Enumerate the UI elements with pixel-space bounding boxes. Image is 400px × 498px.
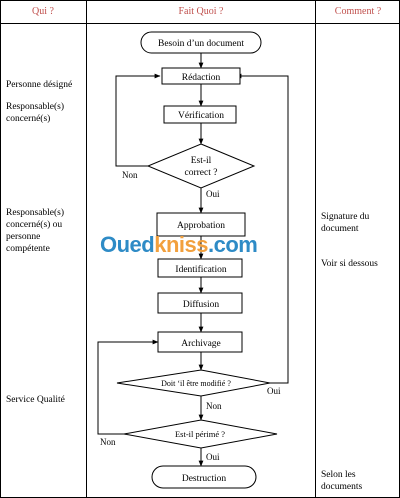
oui-label-2: Oui: [267, 386, 281, 396]
header-how: Comment ?: [334, 6, 382, 17]
archivage-box: [157, 331, 243, 353]
diffusion-label: Diffusion: [183, 299, 219, 310]
decision-correct-line2: correct ?: [185, 168, 218, 178]
header-what: Fait Quoi ?: [178, 6, 224, 17]
who-responsables-2: Responsable(s) concerné(s) ou personne c…: [6, 208, 65, 254]
how-signature: Signature du document: [321, 212, 370, 234]
non-label-3: Non: [100, 437, 116, 447]
who-service-qualite: Service Qualité: [6, 395, 65, 405]
redaction-box: [161, 67, 241, 85]
oui-label-3: Oui: [206, 452, 220, 462]
who-responsables-1: Responsable(s) concerné(s): [6, 102, 65, 124]
identification-box: [157, 258, 243, 278]
decision-correct: [146, 143, 256, 189]
identification-label: Identification: [175, 264, 226, 275]
decision-perime-label: Est-il périmé ?: [175, 429, 225, 439]
watermark-logo: Ouedkniss.com: [100, 232, 258, 258]
verification-label: Vérification: [178, 110, 224, 121]
who-personne-designe: Personne désigné: [6, 80, 73, 90]
arrow-oui-to-redaction: [235, 73, 289, 384]
oui-label-1: Oui: [206, 189, 220, 199]
decision-modifie: [116, 369, 271, 397]
decision-correct-line1: Est-il: [191, 156, 212, 166]
how-voir: Voir si dessous: [321, 259, 378, 269]
verification-box: [163, 105, 237, 124]
watermark-part-2: kniss: [154, 232, 208, 257]
decision-perime: [123, 419, 278, 449]
end-terminator: [151, 465, 257, 489]
approbation-label: Approbation: [177, 221, 225, 231]
how-selon: Selon les documents: [321, 470, 363, 492]
arrow-non-to-redaction: [115, 73, 161, 167]
non-label-1: Non: [122, 170, 138, 180]
start-label: Besoin d’un document: [158, 39, 244, 49]
non-label-2: Non: [206, 401, 222, 411]
connectors: [97, 53, 289, 467]
archivage-label: Archivage: [181, 339, 221, 349]
diffusion-box: [157, 292, 243, 314]
header-who: Qui ?: [32, 6, 54, 17]
watermark-part-3: .com: [208, 232, 258, 257]
decision-modifie-label: Doit ‘il être modifié ?: [161, 379, 231, 388]
start-terminator: [140, 31, 262, 54]
watermark-part-1: Oued: [100, 232, 155, 257]
approbation-box: [156, 212, 246, 237]
redaction-label: Rédaction: [182, 73, 221, 83]
arrow-non-to-archivage: [97, 339, 159, 435]
end-label: Destruction: [182, 474, 227, 484]
